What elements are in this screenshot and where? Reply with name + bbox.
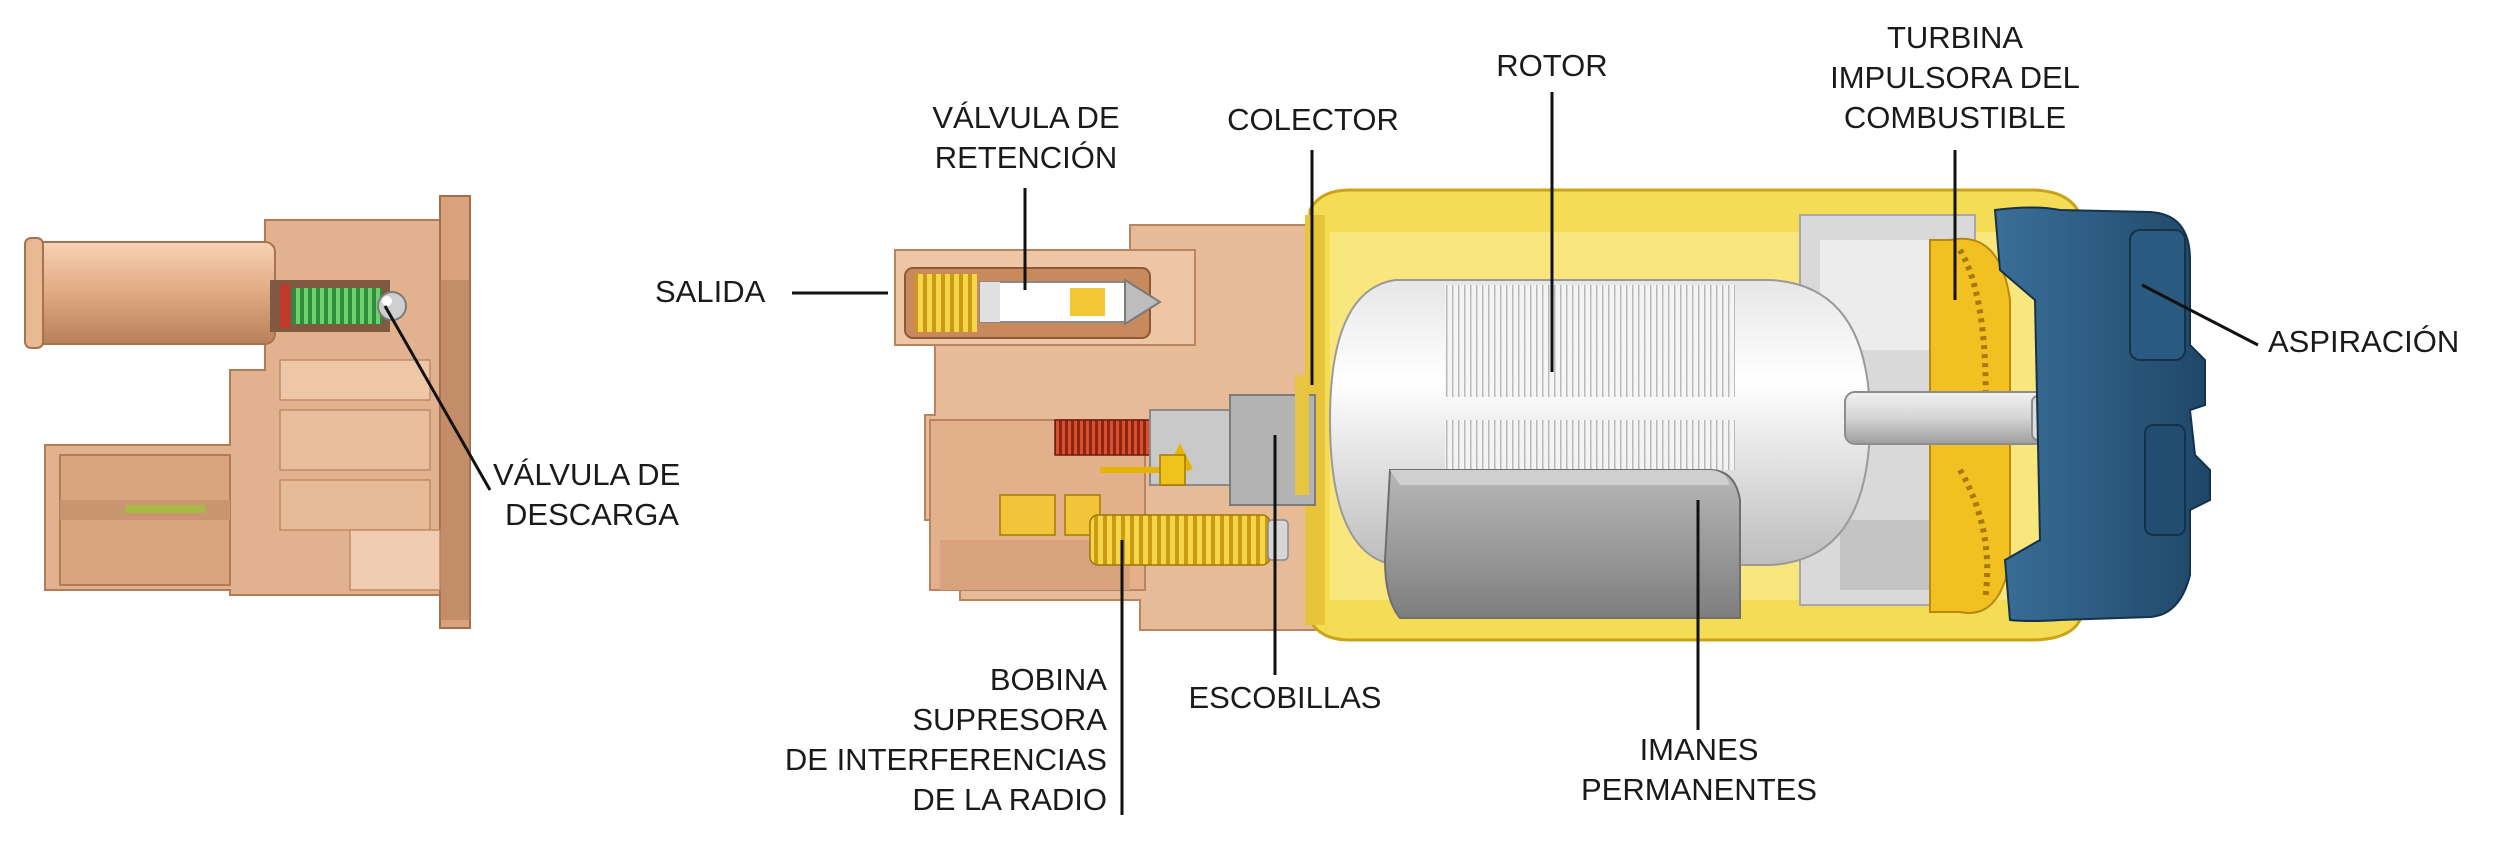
label-turbina: TURBINA IMPULSORA DEL COMBUSTIBLE	[1830, 20, 2080, 135]
leader-aspiracion	[2141, 283, 2259, 347]
label-valvula-descarga: VÁLVULA DE DESCARGA	[493, 457, 681, 532]
label-rotor: ROTOR	[1496, 48, 1608, 83]
label-escobillas: ESCOBILLAS	[1188, 680, 1382, 715]
label-colector: COLECTOR	[1227, 102, 1399, 137]
discharge-valve-detail	[24, 194, 471, 630]
leader-valvula-descarga	[383, 305, 492, 491]
label-aspiracion: ASPIRACIÓN	[2268, 324, 2460, 359]
label-imanes: IMANES PERMANENTES	[1581, 732, 1817, 807]
label-bobina: BOBINA SUPRESORA DE INTERFERENCIAS DE LA…	[784, 662, 1107, 817]
label-valvula-retencion: VÁLVULA DE RETENCIÓN	[932, 100, 1120, 175]
leader-lines	[383, 92, 2259, 815]
fuel-pump-cutaway	[894, 188, 2211, 642]
label-salida: SALIDA	[655, 274, 766, 309]
